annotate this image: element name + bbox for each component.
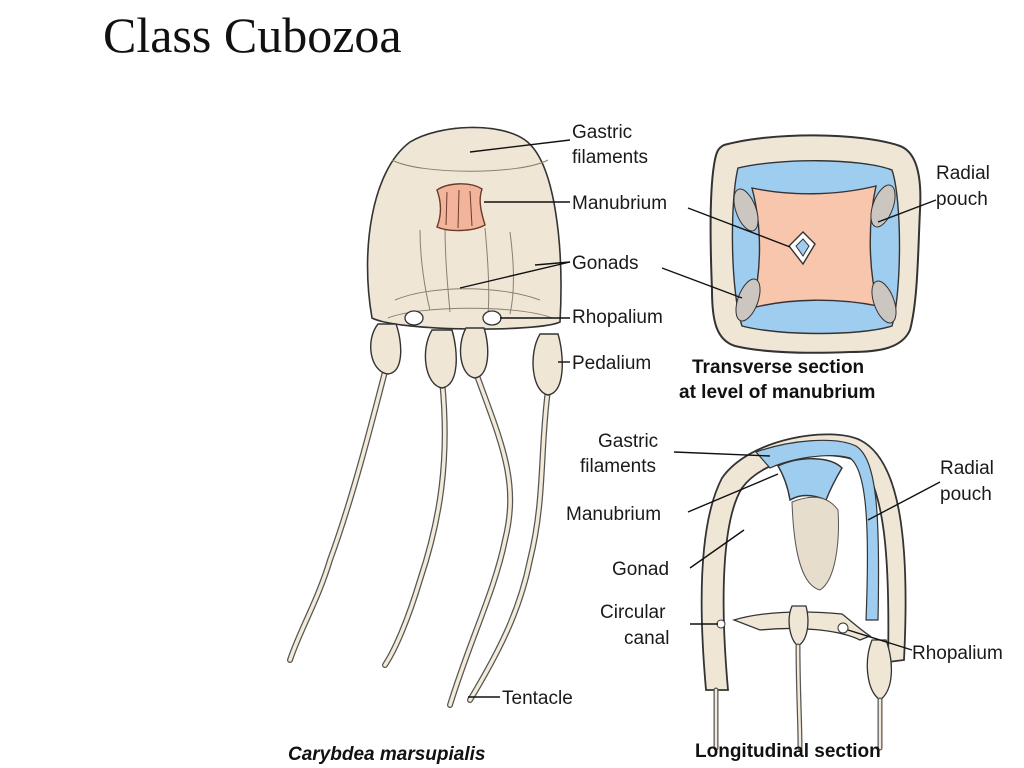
slide-title: Class Cubozoa	[103, 7, 402, 63]
label-long-radial-pouch-2: pouch	[940, 484, 992, 505]
caption-carybdea: Carybdea marsupialis	[288, 744, 485, 765]
long-rhopalium	[716, 619, 849, 634]
longitudinal-leaders	[673, 451, 941, 651]
label-circular-canal: Circular	[600, 602, 666, 623]
tentacles	[287, 357, 551, 708]
label-pedalium: Pedalium	[572, 353, 651, 374]
long-pouch	[754, 439, 880, 621]
pedalia	[370, 323, 563, 396]
long-gonad	[791, 496, 839, 591]
whole-animal-illustration	[287, 126, 563, 708]
label-tentacle: Tentacle	[502, 688, 573, 709]
transverse-gonads	[733, 184, 897, 324]
caption-transverse-1: Transverse section	[692, 357, 864, 378]
manubrium	[436, 183, 486, 232]
whole-animal-leaders	[459, 139, 571, 698]
longitudinal-section	[700, 433, 907, 751]
transverse-section	[709, 134, 922, 354]
label-long-gastric-filaments-2: filaments	[580, 456, 656, 477]
label-rhopalium: Rhopalium	[572, 307, 663, 328]
transverse-manubrium	[751, 185, 879, 309]
label-long-gastric-filaments: Gastric	[598, 431, 658, 452]
transverse-leaders	[661, 199, 937, 299]
long-pedalium	[788, 605, 893, 701]
label-long-gonad: Gonad	[612, 559, 669, 580]
tentacles-inner	[288, 358, 550, 707]
label-long-manubrium: Manubrium	[566, 504, 661, 525]
caption-transverse-2: at level of manubrium	[679, 382, 875, 403]
long-manubrium	[776, 458, 843, 502]
label-radial-pouch-2: pouch	[936, 189, 988, 210]
label-manubrium: Manubrium	[572, 193, 667, 214]
label-long-radial-pouch: Radial	[940, 458, 994, 479]
label-long-rhopalium: Rhopalium	[912, 643, 1003, 664]
label-circular-canal-2: canal	[624, 628, 669, 649]
label-radial-pouch: Radial	[936, 163, 990, 184]
caption-longitudinal: Longitudinal section	[695, 741, 881, 762]
label-gastric-filaments-2: filaments	[572, 147, 648, 168]
label-gastric-filaments: Gastric	[572, 122, 632, 143]
label-gonads: Gonads	[572, 253, 639, 274]
bell-inner-lines	[387, 159, 553, 319]
